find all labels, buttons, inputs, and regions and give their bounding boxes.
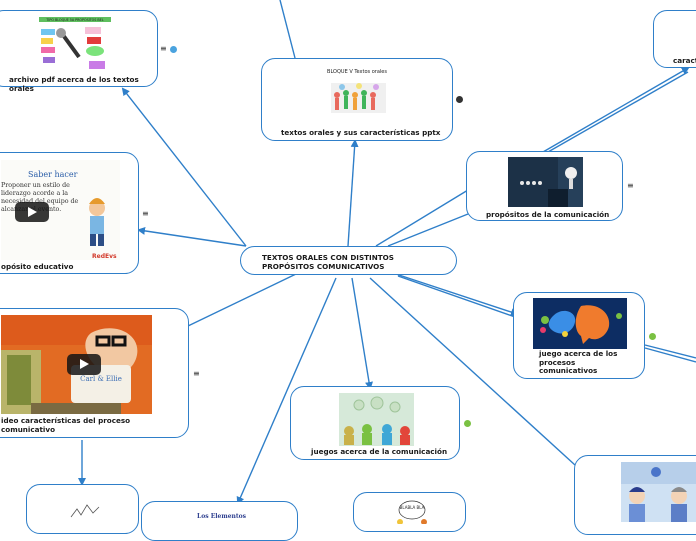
video-label: ideo características del proceso comunic…	[1, 416, 131, 434]
link-elementos	[236, 277, 337, 505]
node-juegos[interactable]: juegos acerca de la comunicación	[290, 386, 460, 460]
pdf-thumb-title: TIPO BLOQUE 5A PROPÓSITOS BEL	[45, 17, 103, 22]
pptx-label: textos orales y sus características pptx	[281, 128, 441, 137]
juego-thumbnail	[533, 298, 627, 349]
pdf-menu-icon[interactable]: ≡	[160, 44, 167, 53]
node-pdf[interactable]: TIPO BLOQUE 5A PROPÓSITOS BEL archivo pd…	[0, 10, 158, 92]
link-pptx	[347, 139, 359, 247]
node-caract[interactable]: caract	[653, 10, 696, 68]
node-bottom-left[interactable]	[26, 484, 139, 534]
node-propositos[interactable]: propósitos de la comunicación	[466, 151, 623, 221]
educativo-label: opósito educativo	[1, 262, 74, 271]
pptx-thumbnail: BLOQUE V Textos orales	[322, 67, 392, 117]
connector-lines	[78, 0, 696, 505]
caract-label: caract	[673, 56, 696, 65]
central-title: TEXTOS ORALES CON DISTINTOS PROPÓSITOS C…	[262, 253, 394, 271]
pdf-globe-icon[interactable]	[170, 46, 177, 53]
video-menu-icon[interactable]: ≡	[193, 369, 200, 378]
link-caract-2	[547, 71, 689, 153]
link-right	[644, 344, 696, 359]
link-juego	[395, 273, 519, 316]
node-blabla[interactable]: BLABLA BLA	[353, 492, 466, 532]
elementos-thumb-title: Los Elementos	[197, 513, 247, 520]
link-pdf	[121, 87, 247, 247]
play-icon	[80, 359, 89, 369]
link-juego-2	[397, 275, 516, 318]
bottom-right-thumbnail	[621, 462, 696, 522]
link-video	[187, 273, 297, 327]
central-node[interactable]: TEXTOS ORALES CON DISTINTOS PROPÓSITOS C…	[240, 246, 457, 275]
bottom-left-thumbnail	[47, 491, 119, 521]
educativo-thumb-heading: Saber hacer	[28, 170, 78, 179]
pptx-globe-icon[interactable]	[456, 96, 463, 103]
propositos-menu-icon[interactable]: ≡	[627, 181, 634, 190]
link-propositos	[375, 189, 469, 247]
link-right-2	[644, 347, 696, 363]
educativo-logo: RedEvs	[92, 253, 117, 260]
juegos-thumbnail	[339, 393, 414, 446]
pdf-thumbnail: TIPO BLOQUE 5A PROPÓSITOS BEL	[37, 17, 113, 75]
propositos-label: propósitos de la comunicación	[486, 210, 610, 219]
link-caract	[542, 66, 690, 153]
node-educativo[interactable]: Saber hacer Proponer un estilo de lidera…	[0, 152, 139, 274]
blabla-thumbnail: BLABLA BLA	[392, 500, 432, 524]
juegos-label: juegos acerca de la comunicación	[311, 447, 448, 456]
juego-label: juego acerca de los procesos comunicativ…	[539, 349, 618, 375]
juego-leaf-icon[interactable]	[649, 333, 656, 340]
node-pptx[interactable]: BLOQUE V Textos orales textos orales y s…	[261, 58, 453, 141]
educativo-play-button[interactable]	[15, 202, 49, 222]
link-juegos	[351, 277, 373, 390]
juegos-leaf-icon[interactable]	[464, 420, 471, 427]
node-juego[interactable]: juego acerca de los procesos comunicativ…	[513, 292, 645, 379]
node-video[interactable]: Carl & Ellie ideo características del pr…	[0, 308, 189, 438]
blabla-text: BLABLA BLA	[400, 505, 425, 510]
link-top	[279, 0, 296, 59]
link-educativo	[137, 226, 247, 247]
pptx-thumb-title: BLOQUE V Textos orales	[327, 69, 387, 75]
propositos-thumbnail	[508, 157, 583, 207]
node-bottom-right[interactable]	[574, 455, 696, 535]
video-play-button[interactable]	[67, 354, 101, 375]
educativo-menu-icon[interactable]: ≡	[142, 209, 149, 218]
node-elementos[interactable]: Los Elementos	[141, 501, 298, 541]
video-mailbox-text: Carl & Ellie	[80, 375, 122, 383]
link-bottom-right	[369, 277, 576, 466]
link-propositos-2	[387, 213, 469, 247]
pdf-label: archivo pdf acerca de los textos orales	[9, 75, 139, 93]
play-icon	[28, 207, 37, 217]
